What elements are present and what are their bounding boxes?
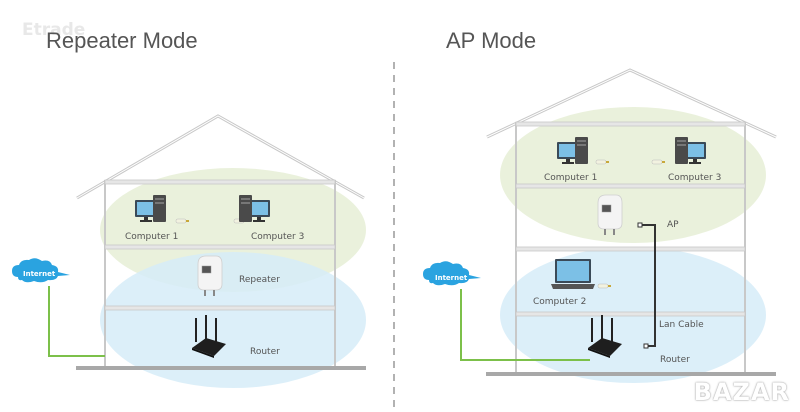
lan-cable-line	[641, 224, 656, 347]
floor-divider	[515, 121, 746, 127]
ap-mode-panel: Computer 1 Computer 3 AP Lan Cable Compu…	[423, 68, 777, 383]
lan-connector-icon	[643, 343, 649, 349]
ground	[76, 366, 366, 370]
floor-divider	[104, 179, 336, 185]
computer-2-label: Computer 2	[533, 297, 586, 307]
router-label: Router	[250, 347, 280, 357]
ap-mode-title: AP Mode	[446, 28, 537, 53]
lan-cable-label: Lan Cable	[659, 320, 704, 330]
floor-divider	[104, 244, 336, 250]
internet-line	[48, 286, 105, 357]
floor-divider	[515, 311, 746, 317]
coverage-area-green	[500, 107, 766, 243]
floor-divider	[515, 246, 746, 252]
ground	[486, 372, 776, 376]
computer-3-label: Computer 3	[668, 173, 721, 183]
router-label: Router	[660, 355, 690, 365]
repeater-device-icon	[197, 255, 223, 297]
ap-device-icon	[597, 194, 623, 236]
floor-divider	[104, 305, 336, 311]
ap-label: AP	[667, 220, 679, 230]
watermark-bottom: BAZAR	[693, 378, 790, 406]
floor-divider	[515, 183, 746, 189]
internet-label: Internet	[23, 270, 56, 278]
computer-2-icon	[551, 259, 595, 289]
computer-3-label: Computer 3	[251, 232, 304, 242]
internet-line	[460, 289, 590, 361]
watermark-top: Etrade	[22, 20, 86, 40]
computer-1-label: Computer 1	[125, 232, 178, 242]
repeater-mode-panel: Computer 1 Computer 3 Repeater Router In…	[12, 114, 366, 388]
internet-label: Internet	[435, 274, 468, 282]
repeater-mode-title: Repeater Mode	[46, 28, 198, 53]
lan-connector-icon	[637, 222, 643, 228]
repeater-label: Repeater	[239, 275, 280, 285]
coverage-area-green	[100, 168, 366, 292]
computer-1-label: Computer 1	[544, 173, 597, 183]
coverage-area-blue	[100, 252, 366, 388]
